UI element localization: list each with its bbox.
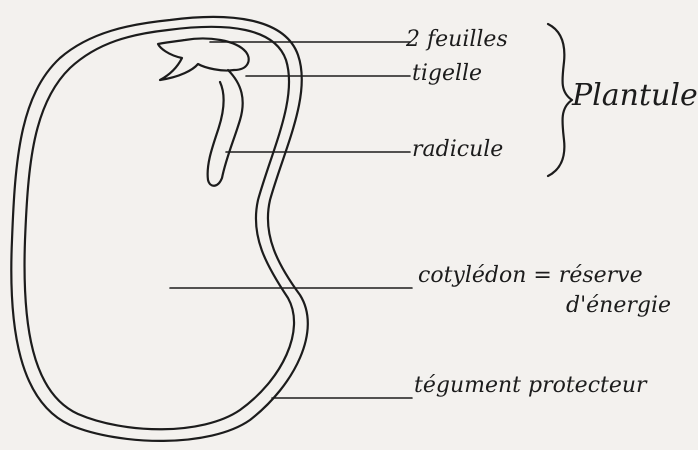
cotyledon-outline (25, 27, 295, 429)
label-cotyledon-line2: d'énergie (566, 294, 671, 318)
label-plantule: Plantule (572, 84, 698, 108)
label-tegument: tégument protecteur (414, 374, 647, 398)
plantule-outline (158, 39, 249, 81)
label-feuilles: 2 feuilles (406, 28, 508, 52)
plantule-brace (548, 24, 572, 176)
label-radicule: radicule (412, 138, 503, 162)
label-cotyledon: cotylédon = réserve (418, 264, 643, 288)
label-tigelle: tigelle (412, 62, 482, 86)
tigelle-radicule-outline (208, 70, 243, 186)
